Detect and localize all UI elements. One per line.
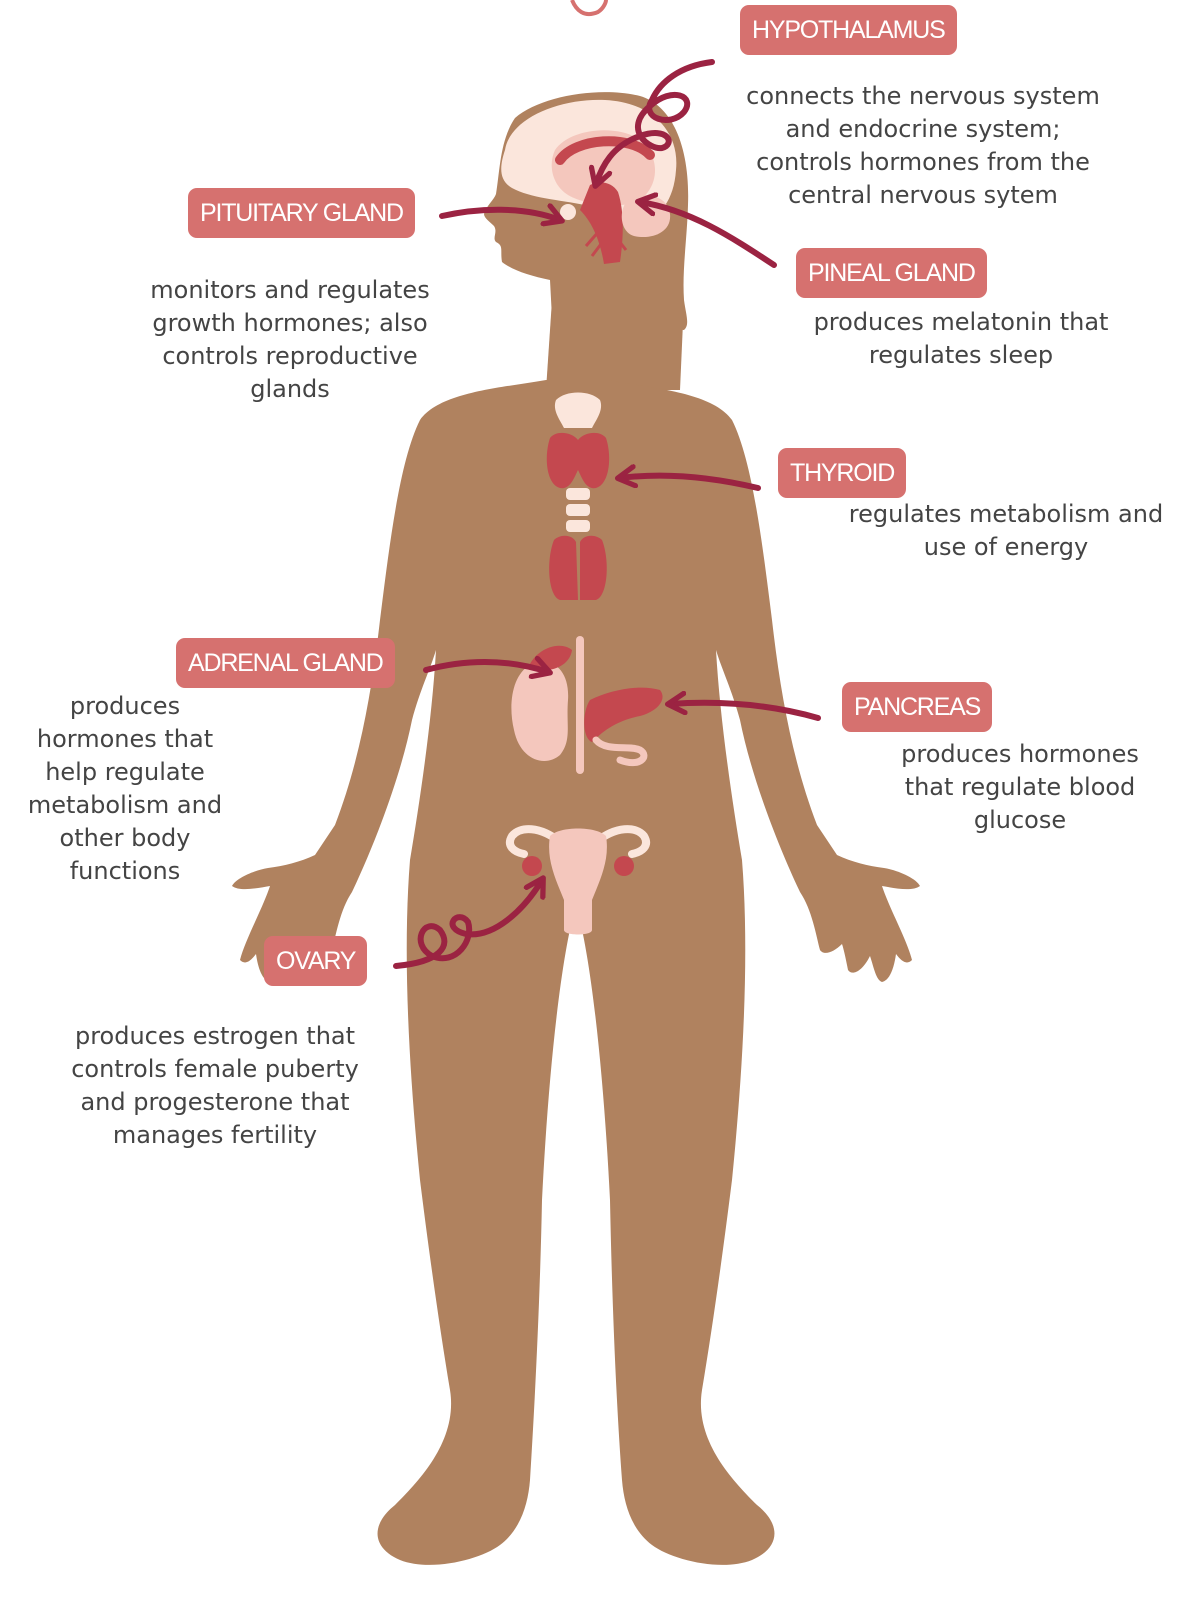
ovary-description: produces estrogen that controls female p… bbox=[30, 1020, 400, 1152]
adrenal-gland-label: ADRENAL GLAND bbox=[176, 638, 395, 688]
ovary-label: OVARY bbox=[264, 936, 367, 986]
hypothalamus-label: HYPOTHALAMUS bbox=[740, 5, 957, 55]
left-ovary-shape bbox=[522, 856, 542, 876]
trachea-ring-3 bbox=[566, 520, 590, 532]
thyroid-label: THYROID bbox=[778, 448, 906, 498]
hypothalamus-description: connects the nervous system and endocrin… bbox=[718, 80, 1128, 212]
trachea-ring-2 bbox=[566, 504, 590, 516]
pineal-gland-label: PINEAL GLAND bbox=[796, 248, 987, 298]
pancreas-label: PANCREAS bbox=[842, 682, 992, 732]
pituitary-gland-label: PITUITARY GLAND bbox=[188, 188, 415, 238]
title-flourish bbox=[572, 0, 606, 14]
right-ovary-shape bbox=[614, 856, 634, 876]
larynx bbox=[555, 393, 601, 429]
neck bbox=[546, 300, 684, 390]
pancreas-description: produces hormones that regulate blood gl… bbox=[860, 738, 1180, 837]
pineal-gland-description: produces melatonin that regulates sleep bbox=[776, 306, 1146, 372]
pituitary-gland-description: monitors and regulates growth hormones; … bbox=[110, 274, 470, 406]
pituitary-gland-shape bbox=[560, 204, 576, 220]
trachea-ring-1 bbox=[566, 488, 590, 500]
adrenal-gland-description: produces hormones that help regulate met… bbox=[0, 690, 250, 888]
thyroid-description: regulates metabolism and use of energy bbox=[816, 498, 1196, 564]
